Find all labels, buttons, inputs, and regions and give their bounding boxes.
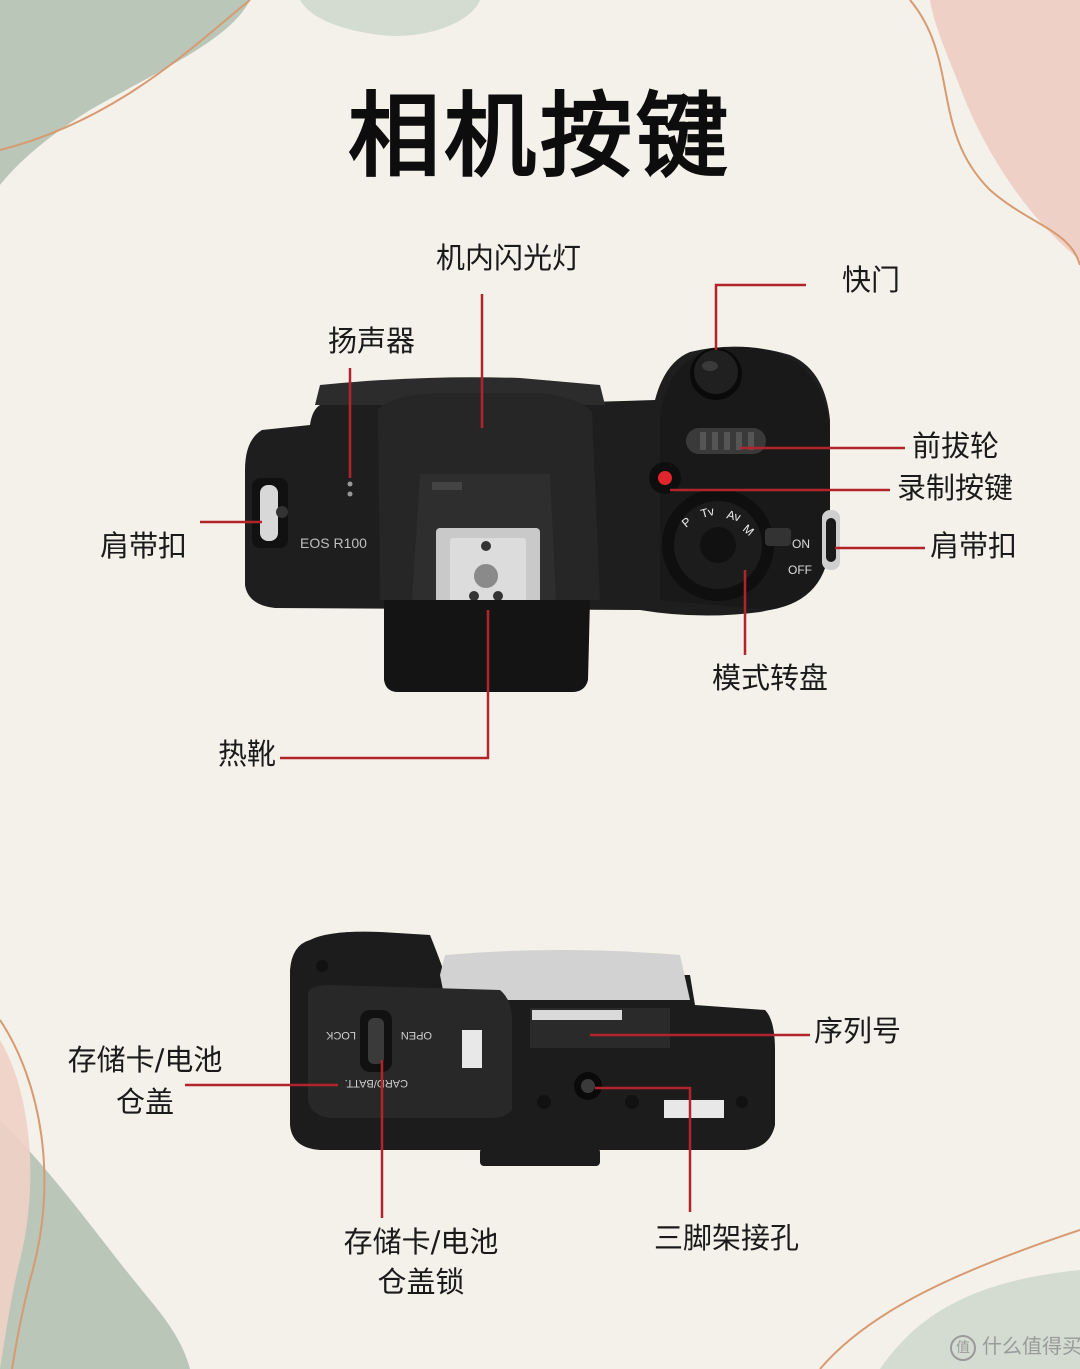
mode-letter: Tv [699, 504, 716, 521]
label-record-button: 录制按键 [897, 471, 1014, 505]
power-on-mark: ON [792, 537, 810, 551]
battery-door [308, 985, 512, 1118]
label-serial: 序列号 [814, 1014, 902, 1048]
green-blob-top-left [0, 0, 250, 185]
front-dial [686, 428, 766, 454]
speaker-grille [347, 481, 353, 487]
label-speaker: 扬声器 [328, 324, 416, 358]
camera-top-view [245, 346, 840, 692]
label-card-cover-line2: 仓盖 [115, 1084, 174, 1119]
green-blob-top [300, 0, 480, 36]
mode-dial [662, 489, 774, 601]
orange-curve-right [909, 0, 1080, 266]
mode-letter: Av [725, 507, 742, 524]
orange-curve-bottom-left [0, 1019, 46, 1369]
label-shutter: 快门 [842, 263, 901, 297]
label-front-dial: 前拔轮 [912, 429, 1000, 463]
camera-bottom-view [290, 931, 775, 1166]
label-card-cover: 存储卡/电池 仓盖 [60, 1042, 230, 1121]
green-blob-bottom-right [880, 1270, 1080, 1369]
label-tripod: 三脚架接孔 [654, 1221, 800, 1255]
page-title: 相机按键 [347, 83, 732, 190]
orange-curve-bottom-right [819, 1229, 1080, 1369]
leader-lines [185, 283, 925, 1218]
leader-hot-shoe [280, 610, 490, 760]
label-mode-dial: 模式转盘 [712, 661, 829, 695]
label-card-lock-line1: 存储卡/电池 [343, 1225, 499, 1259]
label-card-lock-line2: 仓盖锁 [377, 1264, 465, 1299]
leader-shutter [714, 283, 806, 350]
lens-mount-ring [440, 950, 690, 1000]
pink-blob-bottom-left [0, 1040, 31, 1369]
watermark-text: 什么值得买 [982, 1334, 1080, 1358]
label-card-lock: 存储卡/电池 仓盖锁 [336, 1224, 506, 1301]
power-off-mark: OFF [788, 563, 812, 577]
label-hot-shoe: 热靴 [218, 737, 277, 771]
pink-blob-top-right [930, 0, 1080, 260]
label-strap-left: 肩带扣 [100, 529, 188, 563]
leader-tripod [595, 1086, 692, 1212]
green-blob-bottom-left [0, 1120, 190, 1369]
lock-mark: LOCK [325, 1029, 356, 1041]
power-switch [765, 528, 791, 546]
orange-curve-top [0, 0, 251, 151]
card-batt-mark: CARD/BATT. [345, 1077, 408, 1089]
open-mark: OPEN [401, 1029, 432, 1041]
label-card-cover-line1: 存储卡/电池 [67, 1043, 223, 1077]
watermark-logo-icon: 值 [950, 1334, 976, 1361]
watermark: 值什么值得买 [950, 1330, 1080, 1361]
label-strap-right: 肩带扣 [930, 529, 1018, 563]
camera-model-mark: EOS R100 [300, 535, 367, 551]
label-flash: 机内闪光灯 [436, 241, 582, 275]
